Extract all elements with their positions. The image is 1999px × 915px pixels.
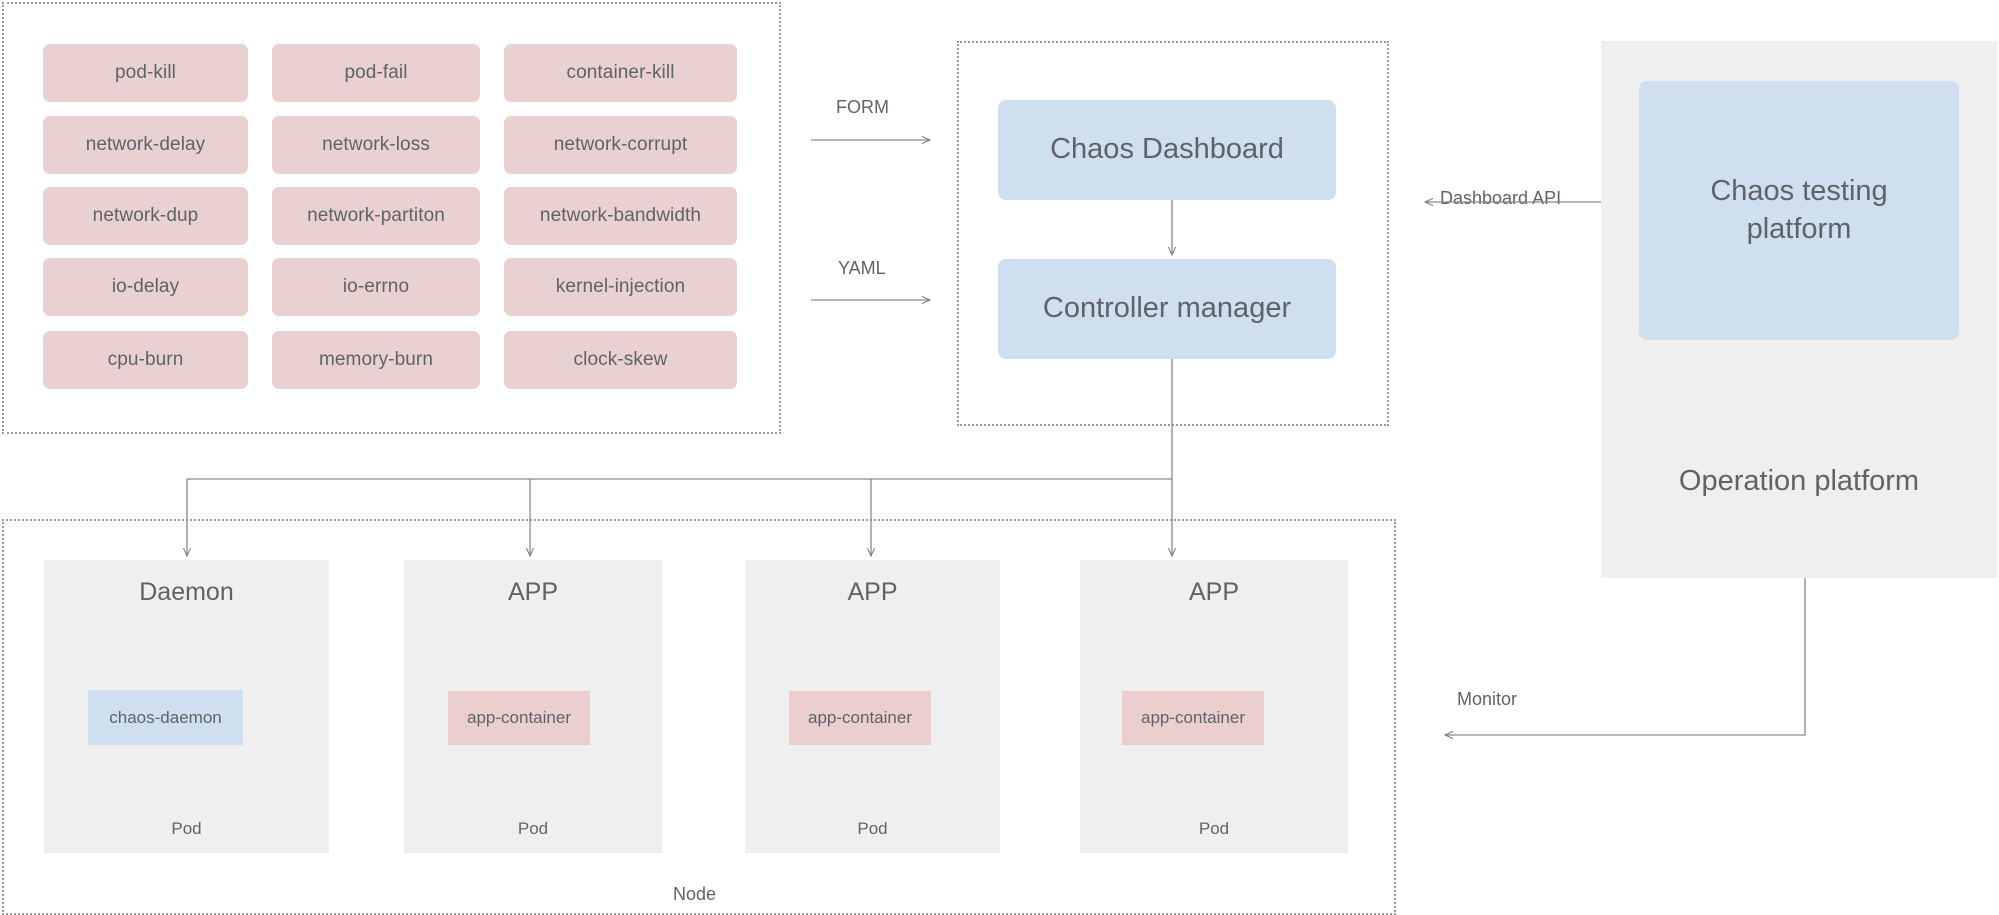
fault-card-network-corrupt[interactable]: network-corrupt — [504, 116, 737, 174]
form-connector-label: FORM — [836, 97, 889, 117]
chaos-testing-platform-box[interactable]: Chaos testing platform — [1639, 81, 1959, 340]
fault-card-clock-skew[interactable]: clock-skew — [504, 331, 737, 389]
fault-types-group-boundary — [2, 2, 781, 434]
pod-box-app-3[interactable]: APP app-container Pod — [1080, 560, 1348, 853]
pod-title: APP — [507, 578, 559, 606]
fault-card-network-partiton[interactable]: network-partiton — [272, 187, 480, 245]
fault-card-pod-kill[interactable]: pod-kill — [43, 44, 248, 102]
pod-title: APP — [1188, 578, 1240, 606]
pod-title: APP — [847, 578, 898, 606]
pod-container-app-3[interactable]: app-container — [1122, 691, 1264, 745]
controller-manager-box[interactable]: Controller manager — [998, 259, 1336, 359]
node-caption: Node — [673, 884, 717, 904]
fault-card-io-errno[interactable]: io-errno — [272, 258, 480, 316]
fault-card-network-loss[interactable]: network-loss — [272, 116, 480, 174]
fault-card-container-kill[interactable]: container-kill — [504, 44, 737, 102]
fault-card-network-delay[interactable]: network-delay — [43, 116, 248, 174]
pod-footer-label: Pod — [517, 819, 549, 838]
pod-footer-label: Pod — [1198, 819, 1230, 838]
fault-card-kernel-injection[interactable]: kernel-injection — [504, 258, 737, 316]
pod-title: Daemon — [139, 578, 234, 606]
pod-container-chaos-daemon[interactable]: chaos-daemon — [88, 690, 243, 745]
pod-footer-label: Pod — [857, 819, 888, 838]
fault-card-io-delay[interactable]: io-delay — [43, 258, 248, 316]
dashboard-api-connector-label: Dashboard API — [1440, 188, 1562, 208]
chaos-dashboard-box[interactable]: Chaos Dashboard — [998, 100, 1336, 200]
fault-card-network-dup[interactable]: network-dup — [43, 187, 248, 245]
pod-container-app-1[interactable]: app-container — [448, 691, 590, 745]
pod-box-app-1[interactable]: APP app-container Pod — [404, 560, 662, 853]
pod-box-app-2[interactable]: APP app-container Pod — [745, 560, 1000, 853]
fault-card-memory-burn[interactable]: memory-burn — [272, 331, 480, 389]
monitor-connector-label: Monitor — [1457, 689, 1518, 709]
fault-card-network-bandwidth[interactable]: network-bandwidth — [504, 187, 737, 245]
pod-footer-label: Pod — [171, 819, 202, 838]
node-group-boundary — [2, 519, 1396, 915]
fault-card-pod-fail[interactable]: pod-fail — [272, 44, 480, 102]
control-plane-group-boundary — [957, 41, 1389, 426]
fault-card-cpu-burn[interactable]: cpu-burn — [43, 331, 248, 389]
yaml-connector-label: YAML — [838, 258, 886, 278]
pod-box-daemon[interactable]: Daemon chaos-daemon Pod — [44, 560, 329, 853]
pod-container-app-2[interactable]: app-container — [789, 691, 931, 745]
operation-platform-caption: Operation platform — [1678, 465, 1920, 497]
operation-platform-panel[interactable]: Chaos testing platform Operation platfor… — [1601, 41, 1997, 578]
